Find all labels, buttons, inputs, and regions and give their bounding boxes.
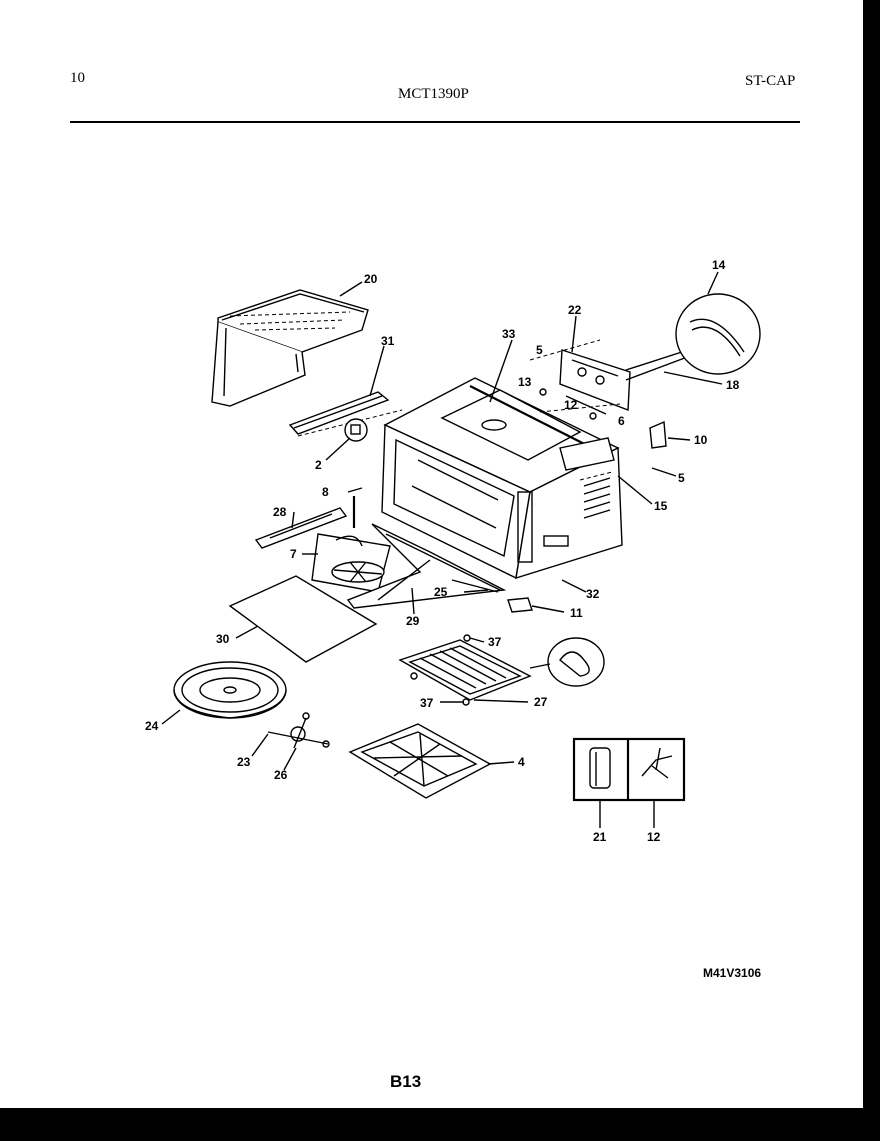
callout-32: 32	[586, 587, 600, 601]
part-cavity	[381, 377, 623, 580]
callout-23: 23	[237, 755, 251, 769]
part-base	[346, 523, 507, 609]
callout-24: 24	[145, 719, 159, 733]
part-clip	[344, 418, 368, 442]
callout-11: 11	[570, 606, 583, 620]
part-detail-circle	[675, 293, 761, 375]
callout-18: 18	[726, 378, 740, 392]
callout-14: 14	[712, 258, 726, 272]
parts-box	[572, 737, 686, 802]
part-grill-tray	[348, 723, 492, 799]
callout-22: 22	[568, 303, 582, 317]
part-11-switch	[507, 597, 533, 613]
callout-12: 12	[564, 398, 578, 412]
part-rack	[398, 634, 605, 706]
drawing-number: M41V3106	[703, 966, 762, 980]
callout-25: 25	[434, 585, 448, 599]
part-rail	[288, 391, 403, 437]
scan-border-bottom	[0, 1108, 880, 1141]
exploded-parts-diagram: 20 31 2 33 22 5 13 12 6 14 18 10 5 15 8 …	[145, 258, 761, 844]
callout-7: 7	[290, 547, 297, 561]
page-number: 10	[70, 70, 85, 86]
part-10-plate	[649, 420, 667, 449]
callout-8: 8	[322, 485, 329, 499]
callout-26: 26	[274, 768, 288, 782]
callout-30: 30	[216, 632, 230, 646]
callout-37b: 37	[420, 696, 434, 710]
callout-4: 4	[518, 755, 525, 769]
callout-15: 15	[654, 499, 668, 513]
part-turntable-tray	[173, 661, 287, 719]
callout-29: 29	[406, 614, 420, 628]
callout-28: 28	[273, 505, 287, 519]
callout-31: 31	[381, 334, 395, 348]
callout-21: 21	[593, 830, 607, 844]
page-code: B13	[390, 1072, 422, 1091]
callout-10: 10	[694, 433, 708, 447]
part-control-panel	[529, 339, 691, 420]
part-28	[254, 507, 348, 549]
callout-12b: 12	[647, 830, 661, 844]
callout-33: 33	[502, 327, 516, 341]
header-rule	[70, 121, 800, 123]
scan-border-right	[863, 0, 880, 1141]
part-stir-shaft	[347, 487, 363, 528]
leader-lines	[161, 271, 723, 828]
callout-37: 37	[488, 635, 502, 649]
part-30-sheet	[228, 575, 378, 663]
callout-13: 13	[518, 375, 532, 389]
callout-6: 6	[618, 414, 625, 428]
callout-5: 5	[536, 343, 543, 357]
model-number: MCT1390P	[398, 86, 469, 102]
callout-2: 2	[315, 458, 322, 472]
part-roller-support	[267, 712, 330, 749]
part-stirrer	[311, 533, 391, 593]
part-outer-cover	[211, 289, 369, 407]
callout-5b: 5	[678, 471, 685, 485]
callout-27: 27	[534, 695, 548, 709]
callout-20: 20	[364, 272, 378, 286]
section-code: ST-CAP	[745, 73, 796, 89]
